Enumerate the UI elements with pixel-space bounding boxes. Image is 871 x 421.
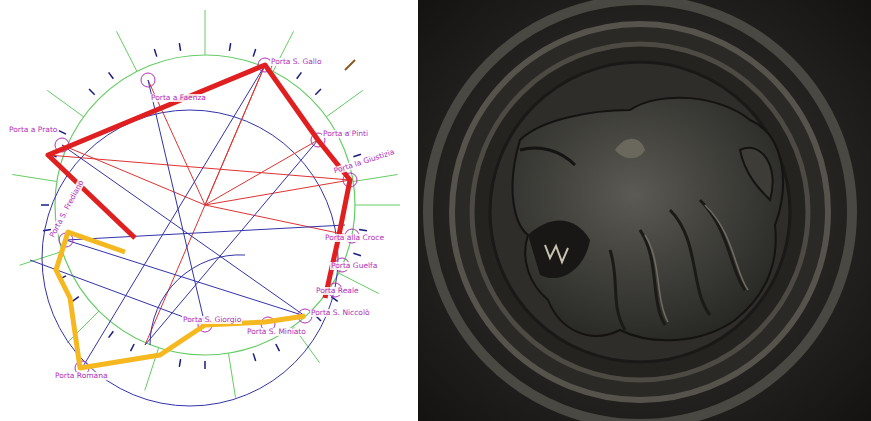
small-tick xyxy=(131,344,135,351)
radial-tick xyxy=(353,174,397,181)
radial-tick xyxy=(12,174,56,181)
marker xyxy=(345,60,355,70)
gate-label: Porta S. Miniato xyxy=(246,328,307,336)
wall-geometry xyxy=(12,10,400,406)
radial-tick xyxy=(326,90,362,116)
small-tick xyxy=(179,359,180,367)
small-tick xyxy=(359,229,367,230)
gate-circle xyxy=(141,73,155,87)
small-tick xyxy=(154,49,156,57)
small-tick xyxy=(353,154,361,156)
blue-chord xyxy=(145,140,318,345)
small-tick xyxy=(109,72,114,78)
gate-label: Porta S. Giorgio xyxy=(182,316,242,324)
gate-label: Porta a Prato xyxy=(8,126,58,134)
blue-chord xyxy=(66,240,305,316)
small-tick xyxy=(297,72,302,78)
small-tick xyxy=(353,253,361,255)
gate-label: Porta la Giustizia xyxy=(332,148,396,175)
lion-photo xyxy=(418,0,871,421)
blue-chord xyxy=(66,225,345,240)
small-tick xyxy=(41,204,49,206)
small-tick xyxy=(276,344,280,351)
gate-label: Porta Guelfa xyxy=(330,262,378,270)
radial-tick xyxy=(228,353,235,397)
small-tick xyxy=(229,43,230,51)
gate-label: Porta a Pinti xyxy=(322,130,369,138)
gate-label: Porta S. Gallo xyxy=(270,58,323,66)
blue-chord xyxy=(148,80,205,325)
radial-tick xyxy=(116,31,136,71)
small-tick xyxy=(204,361,206,369)
small-tick xyxy=(89,89,95,95)
gate-label: Porta alla Croce xyxy=(324,234,385,242)
gate-label: Porta Reale xyxy=(315,287,360,295)
small-tick xyxy=(59,131,66,135)
gate-label: Porta S. Frediano xyxy=(48,178,85,239)
gate-label: Porta Romana xyxy=(54,372,109,380)
gate-label: Porta S. Niccolò xyxy=(310,309,371,317)
small-tick xyxy=(179,43,180,51)
radial-tick xyxy=(47,90,83,116)
gate-label: Porta a Faenza xyxy=(150,94,207,102)
north-wall xyxy=(48,65,350,298)
small-tick xyxy=(72,297,78,302)
radial-tick xyxy=(205,10,206,55)
small-tick xyxy=(109,331,114,337)
radial-tick xyxy=(355,205,400,206)
south-wall xyxy=(56,232,305,368)
small-tick xyxy=(315,89,321,95)
small-tick xyxy=(253,49,255,57)
small-tick xyxy=(253,353,255,361)
red-radius xyxy=(62,145,205,205)
